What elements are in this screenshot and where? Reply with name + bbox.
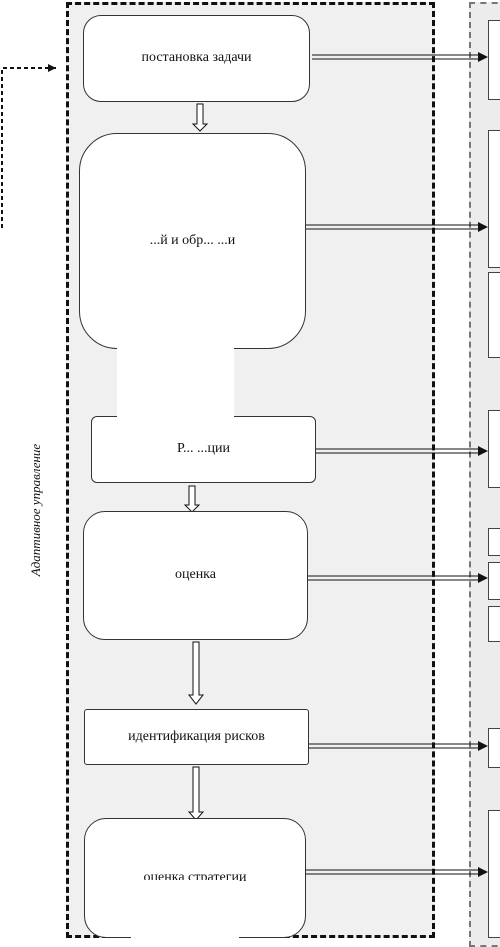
box-risk-identification: идентификация рисков <box>84 709 309 765</box>
box-task-label: постановка задачи <box>141 50 252 66</box>
right-box-9 <box>488 810 500 938</box>
box-third-label: Р... ...ции <box>176 441 230 457</box>
box-task-setting: постановка задачи <box>83 15 310 102</box>
side-label: Адаптивное управление <box>28 443 43 577</box>
redaction-2 <box>131 880 239 943</box>
right-box-1 <box>488 20 500 100</box>
box-risk-label: идентификация рисков <box>128 728 265 744</box>
right-box-3 <box>488 272 500 358</box>
right-box-8 <box>488 728 500 768</box>
right-box-4 <box>488 410 500 488</box>
box-data-label: ...й и обр... ...и <box>149 232 236 248</box>
right-box-6 <box>488 562 500 600</box>
box-data-collection: ...й и обр... ...и <box>79 133 306 349</box>
box-assessment-label: оценка <box>174 567 216 583</box>
right-box-2 <box>488 130 500 268</box>
feedback-arrow <box>1 64 56 228</box>
redaction-1 <box>117 346 234 442</box>
right-box-5 <box>488 528 500 556</box>
right-box-7 <box>488 606 500 642</box>
box-assessment: оценка <box>83 511 308 640</box>
